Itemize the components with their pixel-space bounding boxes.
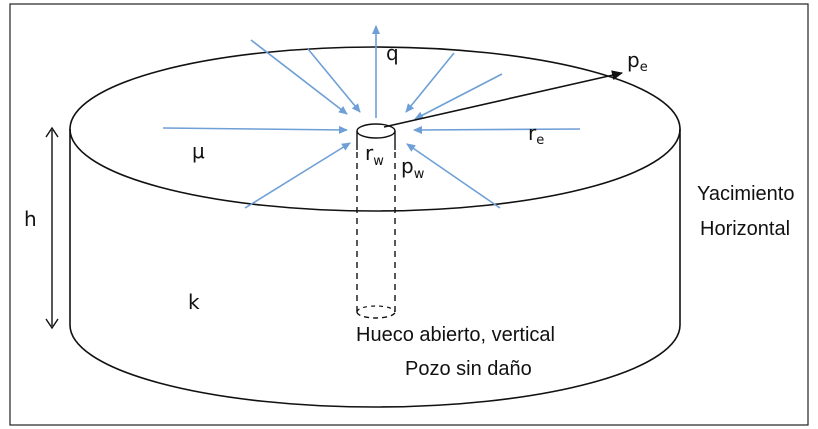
external-radius-arrow: [383, 70, 623, 128]
flow-arrow-nw: [250, 39, 348, 115]
thickness-double-arrow: [45, 126, 59, 330]
image-border: [9, 3, 809, 426]
cylinder-top-ellipse: [69, 46, 681, 212]
thickness-label: h: [24, 207, 37, 231]
flow-rate-label: q: [386, 41, 399, 65]
reservoir-caption-line1: Yacimiento: [697, 183, 794, 205]
flow-arrow-ene: [414, 73, 503, 120]
flow-arrow-w: [162, 125, 348, 134]
cylinder-bottom-arc: [69, 324, 681, 408]
well-pressure-label: pw: [401, 154, 425, 182]
flow-arrow-ne: [405, 52, 455, 113]
external-pressure-label: pe: [627, 48, 648, 75]
well-caption-line2: Pozo sin daño: [405, 358, 532, 380]
wellbore-bottom-dashed: [356, 311, 396, 319]
permeability-label: k: [188, 290, 200, 314]
well-radius-label: rw: [365, 141, 384, 169]
external-radius-label: re: [528, 121, 544, 148]
flow-arrow-se: [406, 143, 501, 209]
flow-arrow-nne: [307, 48, 361, 113]
flow-arrow-sw: [244, 142, 351, 209]
viscosity-label: μ: [192, 139, 205, 163]
flow-arrow-e: [413, 125, 581, 134]
reservoir-caption-line2: Horizontal: [700, 218, 790, 240]
well-caption-line1: Hueco abierto, vertical: [356, 324, 555, 346]
wellbore: [356, 123, 396, 319]
radial-flow-arrows: [162, 25, 581, 209]
